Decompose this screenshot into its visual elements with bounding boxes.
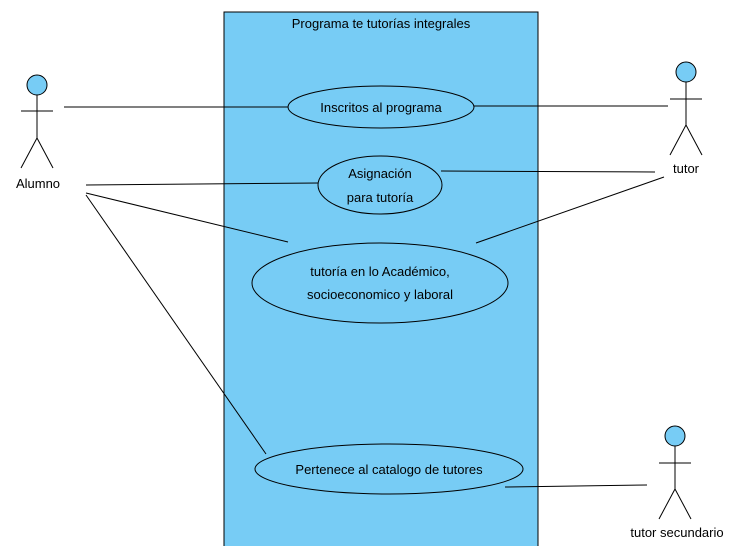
actor-leg-right — [685, 124, 703, 156]
actor-head — [26, 74, 48, 96]
actor-tutor-secundario: tutor secundario — [630, 425, 724, 540]
system-title: Programa te tutorías integrales — [292, 16, 471, 31]
use-case-catalogo: Pertenece al catalogo de tutores — [254, 443, 524, 495]
actor-name: tutor secundario — [630, 525, 723, 540]
actor-leg-left — [669, 124, 687, 156]
use-case-label: socioeconomico y laboral — [307, 287, 453, 302]
actor-name: tutor — [673, 161, 700, 176]
use-case-ellipse — [251, 242, 509, 324]
association-academico-tutor — [475, 176, 665, 244]
actor-alumno: Alumno — [16, 74, 60, 191]
association-catalogo-tutor-secundario — [504, 484, 648, 488]
use-case-asignacion: Asignación para tutoría — [317, 155, 443, 215]
use-case-ellipse — [317, 155, 443, 215]
actor-head — [664, 425, 686, 447]
use-case-label: Pertenece al catalogo de tutores — [295, 462, 483, 477]
use-case-label: Inscritos al programa — [320, 100, 442, 115]
association-asignacion-tutor — [440, 170, 656, 173]
actor-leg-left — [658, 488, 676, 520]
use-case-ellipse — [254, 443, 524, 495]
actor-leg-right — [674, 488, 692, 520]
actor-head — [675, 61, 697, 83]
actor-tutor: tutor — [669, 61, 703, 176]
use-case-label: para tutoría — [347, 190, 414, 205]
actor-leg-left — [20, 137, 38, 169]
use-case-label: Asignación — [348, 166, 412, 181]
use-case-label: tutoría en lo Académico, — [310, 264, 449, 279]
associations — [64, 105, 668, 488]
association-alumno-asignacion — [85, 182, 320, 186]
use-case-inscritos: Inscritos al programa — [287, 85, 475, 129]
use-case-ellipse — [287, 85, 475, 129]
use-case-academico: tutoría en lo Académico, socioeconomico … — [251, 242, 509, 324]
actor-name: Alumno — [16, 176, 60, 191]
association-alumno-catalogo — [85, 194, 267, 455]
actor-leg-right — [36, 137, 54, 169]
association-alumno-academico — [85, 192, 289, 243]
